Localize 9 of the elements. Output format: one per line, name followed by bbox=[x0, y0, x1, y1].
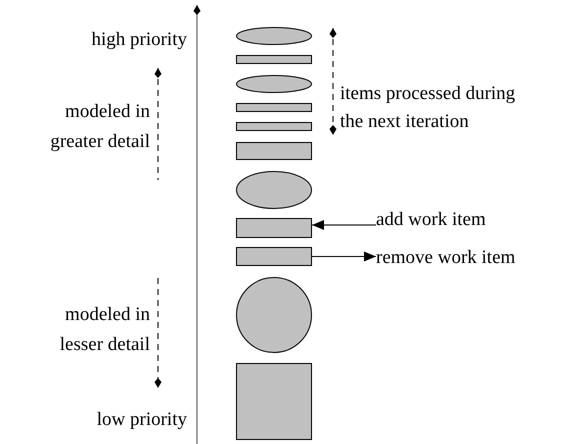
annotation-text: add work item bbox=[376, 208, 486, 232]
annotation-text: modeled in greater detail bbox=[49, 100, 150, 154]
arrow bbox=[312, 220, 376, 230]
axis-label: high priority bbox=[90, 28, 187, 52]
annotation-text: remove work item bbox=[376, 246, 516, 270]
annotation-text: modeled in lesser detail bbox=[58, 303, 150, 357]
arrow bbox=[312, 252, 376, 262]
axis-label: low priority bbox=[96, 408, 187, 432]
annotation-text: items processed during the next iteration bbox=[340, 82, 516, 134]
